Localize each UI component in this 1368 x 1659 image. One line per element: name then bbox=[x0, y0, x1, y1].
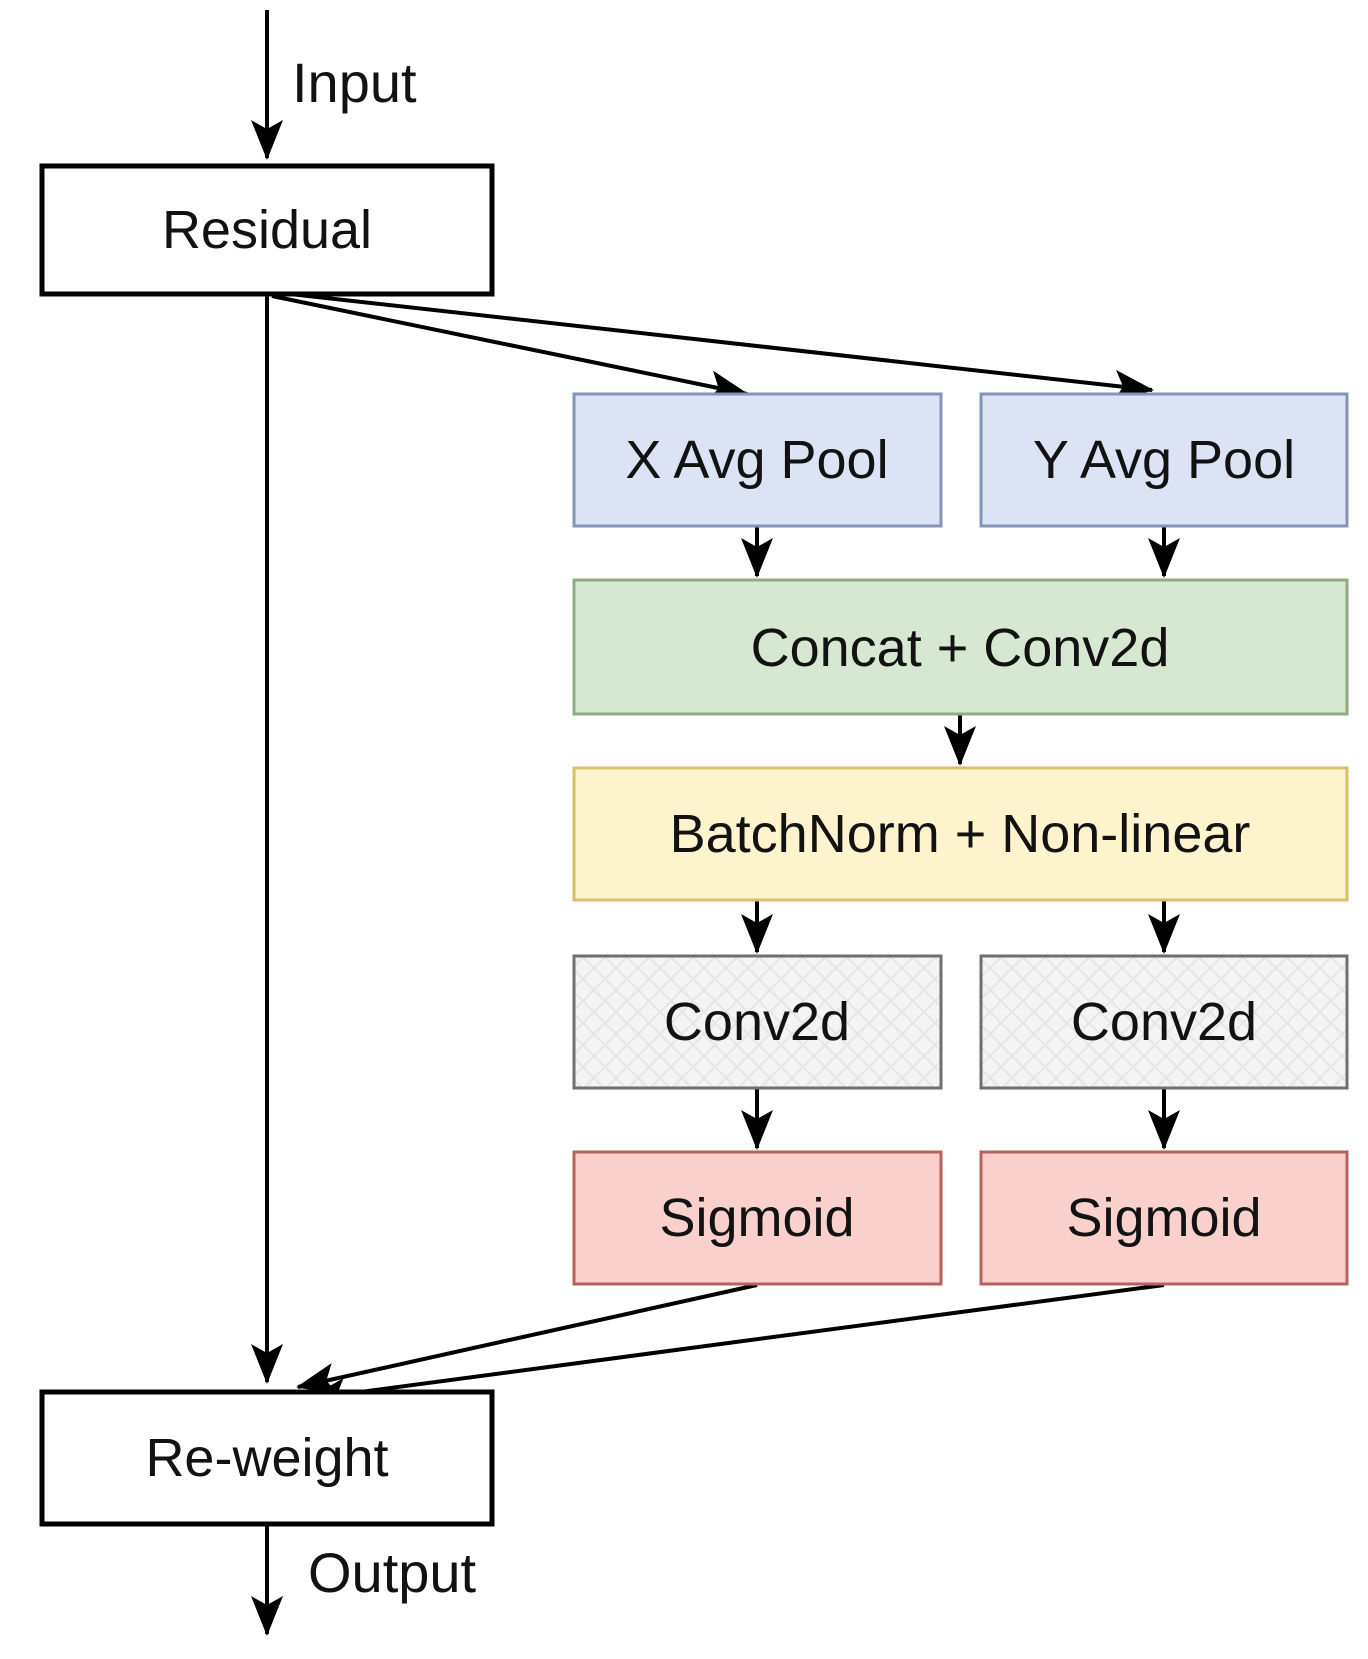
flow-labels-layer: Input Output bbox=[292, 51, 477, 1604]
edge-sigmoid-left-to-reweight bbox=[296, 1283, 758, 1395]
node-conv2d-left-box bbox=[572, 954, 943, 1090]
output-label: Output bbox=[308, 1541, 477, 1604]
node-concat-conv2d-label: Concat + Conv2d bbox=[751, 618, 1170, 678]
input-label: Input bbox=[292, 51, 417, 114]
node-y-avg-pool-box bbox=[979, 392, 1349, 528]
node-sigmoid-right-label: Sigmoid bbox=[1066, 1188, 1261, 1248]
node-sigmoid-left-box bbox=[572, 1150, 943, 1286]
node-conv2d-left-label: Conv2d bbox=[664, 992, 850, 1052]
node-reweight-box bbox=[39, 1389, 495, 1527]
node-concat-conv2d-box bbox=[572, 578, 1349, 716]
node-sigmoid-right-box bbox=[979, 1150, 1349, 1286]
edge-residual-to-y-avg-pool bbox=[271, 290, 1154, 402]
node-conv2d-right-label: Conv2d bbox=[1071, 992, 1257, 1052]
node-y-avg-pool-label: Y Avg Pool bbox=[1033, 430, 1295, 490]
node-batchnorm-nonlinear-box bbox=[572, 766, 1349, 902]
node-conv2d-right-box bbox=[979, 954, 1349, 1090]
node-x-avg-pool-label: X Avg Pool bbox=[625, 430, 888, 490]
node-residual-label: Residual bbox=[162, 200, 372, 260]
edge-residual-to-x-avg-pool bbox=[271, 294, 749, 402]
edge-sigmoid-right-to-reweight bbox=[306, 1283, 1165, 1410]
node-x-avg-pool-box bbox=[572, 392, 943, 528]
node-sigmoid-left-label: Sigmoid bbox=[659, 1188, 854, 1248]
node-batchnorm-nonlinear-label: BatchNorm + Non-linear bbox=[670, 804, 1251, 864]
node-residual-box bbox=[39, 163, 495, 297]
edges-layer bbox=[251, 10, 1180, 1636]
nodes-layer: Residual X Avg Pool Y Avg Pool Concat + … bbox=[39, 163, 1349, 1527]
node-reweight-label: Re-weight bbox=[145, 1428, 388, 1488]
